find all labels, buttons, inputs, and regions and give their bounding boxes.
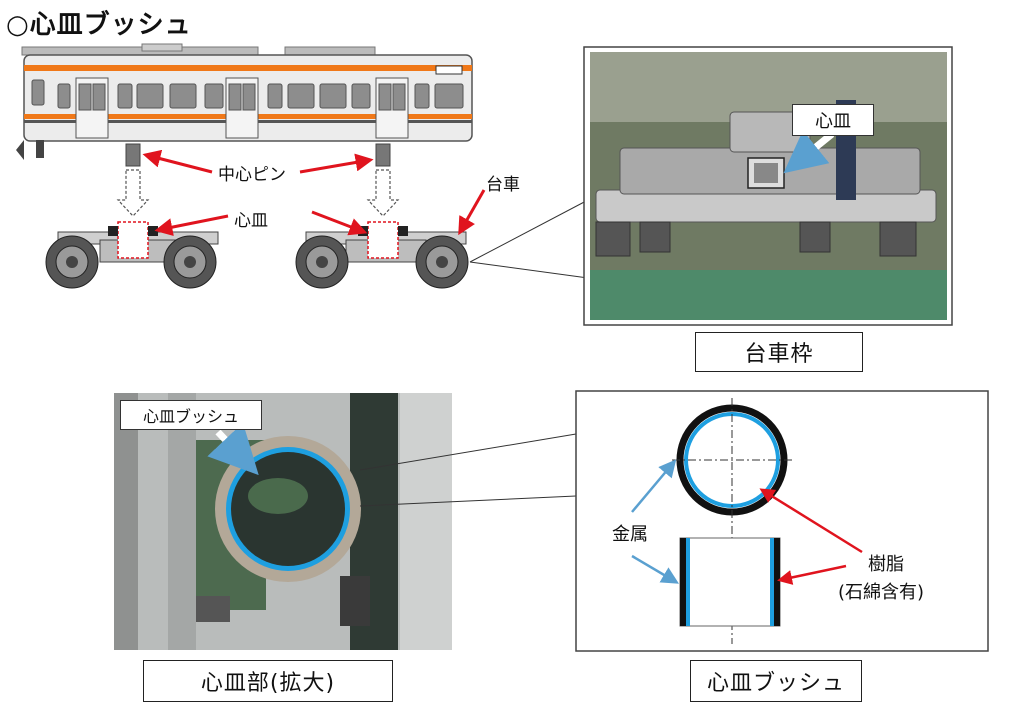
photo-tag-shinzara: 心皿 — [792, 104, 874, 136]
bogie-frame-photo — [583, 46, 953, 326]
arrow-resin-top — [759, 488, 863, 554]
bush-diagram — [575, 390, 989, 652]
train-car — [16, 43, 473, 160]
arrow-bogie — [458, 189, 486, 236]
page-title: ○心皿ブッシュ — [6, 10, 192, 40]
label-resin: 樹脂 — [868, 554, 904, 575]
center-pin-left — [125, 143, 141, 167]
label-metal: 金属 — [612, 524, 648, 545]
shinzara-closeup-photo — [114, 393, 452, 650]
arrow-plate-right — [311, 210, 368, 236]
photo-tag-bush: 心皿ブッシュ — [120, 400, 262, 430]
caption-bush: 心皿ブッシュ — [690, 660, 862, 702]
label-shinzara: 心皿 — [234, 211, 268, 231]
center-pin-right — [375, 143, 391, 167]
arrow-metal-top — [631, 459, 677, 513]
caption-bogie-frame: 台車枠 — [695, 332, 863, 372]
label-center-pin: 中心ピン — [218, 165, 286, 185]
dashed-down-arrow-left — [116, 169, 150, 217]
bogie-left — [45, 221, 219, 289]
arrow-plate-left — [154, 214, 229, 237]
label-bogie: 台車 — [486, 175, 520, 195]
arrow-pin-right — [299, 153, 374, 174]
arrow-resin-side — [777, 564, 847, 585]
arrow-metal-side — [631, 554, 680, 584]
arrow-pin-left — [142, 149, 213, 174]
caption-closeup: 心皿部(拡大) — [143, 660, 393, 702]
dashed-down-arrow-right — [366, 169, 400, 217]
label-resin-sub: (石綿含有) — [838, 582, 925, 603]
